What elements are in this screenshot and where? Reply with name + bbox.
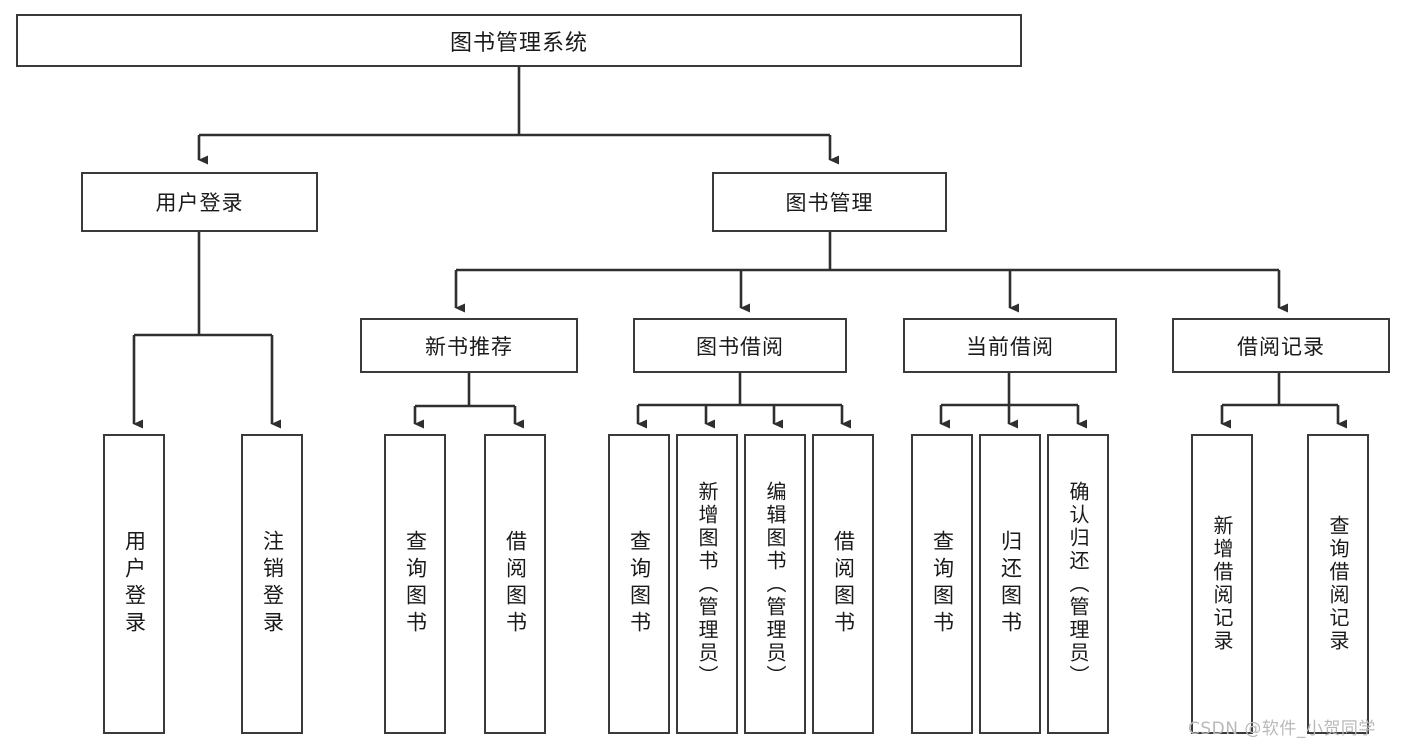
leaf-book-borrow-borrow-book[interactable]: 借阅图书 — [812, 434, 874, 734]
leaf-borrow-record-add-record[interactable]: 新增借阅记录 — [1191, 434, 1253, 734]
csdn-watermark: CSDN @软件_小贺同学 — [1188, 719, 1376, 739]
leaf-user-login-signin[interactable]: 用户登录 — [103, 434, 165, 734]
leaf-book-borrow-query-book[interactable]: 查询图书 — [608, 434, 670, 734]
leaf-current-borrow-query-book[interactable]: 查询图书 — [911, 434, 973, 734]
node-user-login[interactable]: 用户登录 — [81, 172, 318, 232]
leaf-new-book-borrow-book[interactable]: 借阅图书 — [484, 434, 546, 734]
leaf-user-login-signout[interactable]: 注销登录 — [241, 434, 303, 734]
leaf-book-borrow-edit-book-admin[interactable]: 编辑图书（管理员） — [744, 434, 806, 734]
node-borrow-record[interactable]: 借阅记录 — [1172, 318, 1390, 373]
node-book-management[interactable]: 图书管理 — [712, 172, 947, 232]
leaf-current-borrow-confirm-return-admin[interactable]: 确认归还（管理员） — [1047, 434, 1109, 734]
node-new-book-recommend[interactable]: 新书推荐 — [360, 318, 578, 373]
node-current-borrow[interactable]: 当前借阅 — [903, 318, 1117, 373]
leaf-new-book-query-book[interactable]: 查询图书 — [384, 434, 446, 734]
node-root-book-management-system[interactable]: 图书管理系统 — [16, 14, 1022, 67]
leaf-borrow-record-query-record[interactable]: 查询借阅记录 — [1307, 434, 1369, 734]
leaf-book-borrow-add-book-admin[interactable]: 新增图书（管理员） — [676, 434, 738, 734]
node-book-borrow[interactable]: 图书借阅 — [633, 318, 847, 373]
leaf-current-borrow-return-book[interactable]: 归还图书 — [979, 434, 1041, 734]
